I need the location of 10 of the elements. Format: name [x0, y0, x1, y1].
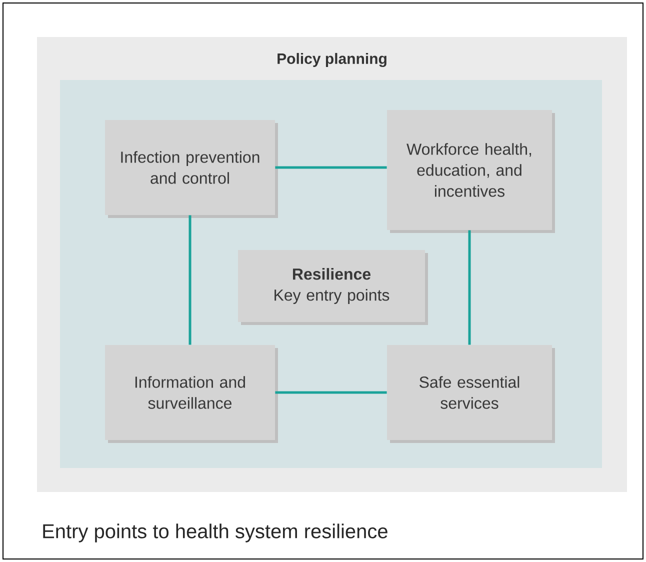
process-box: Safe essential services	[387, 345, 555, 443]
process-box: Resilience Key entry points	[238, 250, 428, 325]
process-box: Infection prevention and control	[105, 120, 278, 218]
connector-line	[275, 166, 387, 169]
connector-line	[188, 215, 192, 345]
caption: Entry points to health system resilience	[43, 524, 388, 542]
process-box: Workforce health, education, and incentives	[387, 110, 555, 233]
connector-line	[275, 391, 387, 394]
process-box: Information and surveillance	[105, 345, 278, 443]
connector-line	[468, 230, 471, 345]
